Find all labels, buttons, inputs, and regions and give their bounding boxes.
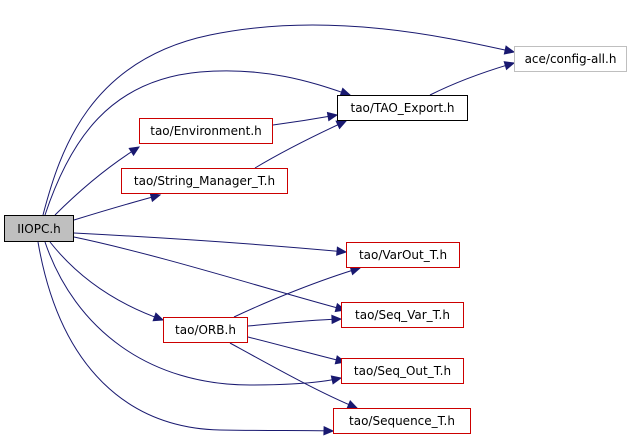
edge-string_manager-to-tao_export xyxy=(254,120,348,169)
edge-line xyxy=(49,241,164,321)
node-ace-config-all-h[interactable]: ace/config-all.h xyxy=(514,46,627,72)
arrowhead-icon xyxy=(323,425,335,436)
node-tao-sequence-t-h[interactable]: tao/Sequence_T.h xyxy=(333,408,471,434)
arrowhead-icon xyxy=(336,246,348,256)
node-label: tao/Seq_Out_T.h xyxy=(353,364,452,378)
edge-orb-to-seq_var xyxy=(247,314,343,327)
node-tao-orb-h[interactable]: tao/ORB.h xyxy=(163,317,248,343)
node-tao-varout-t-h[interactable]: tao/VarOut_T.h xyxy=(346,242,460,268)
edge-line xyxy=(42,24,515,216)
edge-tao_export-to-config_all xyxy=(429,61,516,96)
node-iiopc-h[interactable]: IIOPC.h xyxy=(4,215,74,242)
edge-line xyxy=(272,114,338,126)
edge-line xyxy=(233,267,361,318)
edge-line xyxy=(73,232,347,253)
node-label: tao/String_Manager_T.h xyxy=(133,174,276,188)
edge-orb-to-sequence xyxy=(229,342,359,409)
node-label: tao/Environment.h xyxy=(150,124,262,138)
edge-environment-to-tao_export xyxy=(272,111,339,126)
arrowhead-icon xyxy=(149,192,162,203)
arrowhead-icon xyxy=(335,120,348,130)
edge-line xyxy=(247,318,342,327)
node-tao-tao-export-h[interactable]: tao/TAO_Export.h xyxy=(337,95,468,121)
arrowhead-icon xyxy=(503,61,516,71)
edge-iiopc-to-seq_out xyxy=(44,241,343,386)
node-label: tao/ORB.h xyxy=(175,323,236,337)
edge-iiopc-to-config_all xyxy=(42,24,516,216)
node-tao-seq-out-t-h[interactable]: tao/Seq_Out_T.h xyxy=(341,358,464,384)
edge-line xyxy=(44,70,351,216)
edge-iiopc-to-string_manager xyxy=(73,192,162,221)
node-label: ace/config-all.h xyxy=(524,52,617,66)
node-tao-string-manager-t-h[interactable]: tao/String_Manager_T.h xyxy=(121,168,288,194)
arrowhead-icon xyxy=(330,375,343,385)
node-label: tao/Seq_Var_T.h xyxy=(355,308,450,322)
node-tao-environment-h[interactable]: tao/Environment.h xyxy=(139,118,273,144)
edge-iiopc-to-environment xyxy=(54,146,141,216)
arrowhead-icon xyxy=(128,146,141,157)
edge-iiopc-to-orb xyxy=(49,241,165,322)
edge-line xyxy=(73,194,161,221)
edge-line xyxy=(229,342,358,409)
node-label: tao/TAO_Export.h xyxy=(350,101,455,115)
edge-line xyxy=(429,62,515,96)
edge-iiopc-to-sequence xyxy=(37,241,335,436)
edge-orb-to-seq_out xyxy=(247,336,347,365)
node-label: tao/Sequence_T.h xyxy=(349,414,455,428)
arrowhead-icon xyxy=(326,111,339,122)
arrowhead-icon xyxy=(331,314,343,325)
edge-iiopc-to-varout xyxy=(73,232,348,256)
arrowhead-icon xyxy=(152,312,165,322)
edge-line xyxy=(44,241,342,386)
edge-iiopc-to-tao_export xyxy=(44,70,352,216)
node-tao-seq-var-t-h[interactable]: tao/Seq_Var_T.h xyxy=(341,302,464,328)
edge-line xyxy=(73,236,346,311)
arrowhead-icon xyxy=(503,45,516,55)
node-label: tao/VarOut_T.h xyxy=(358,248,448,262)
edge-line xyxy=(37,241,334,432)
edge-line xyxy=(54,146,140,216)
node-label: IIOPC.h xyxy=(17,221,61,236)
edge-line xyxy=(247,336,346,363)
